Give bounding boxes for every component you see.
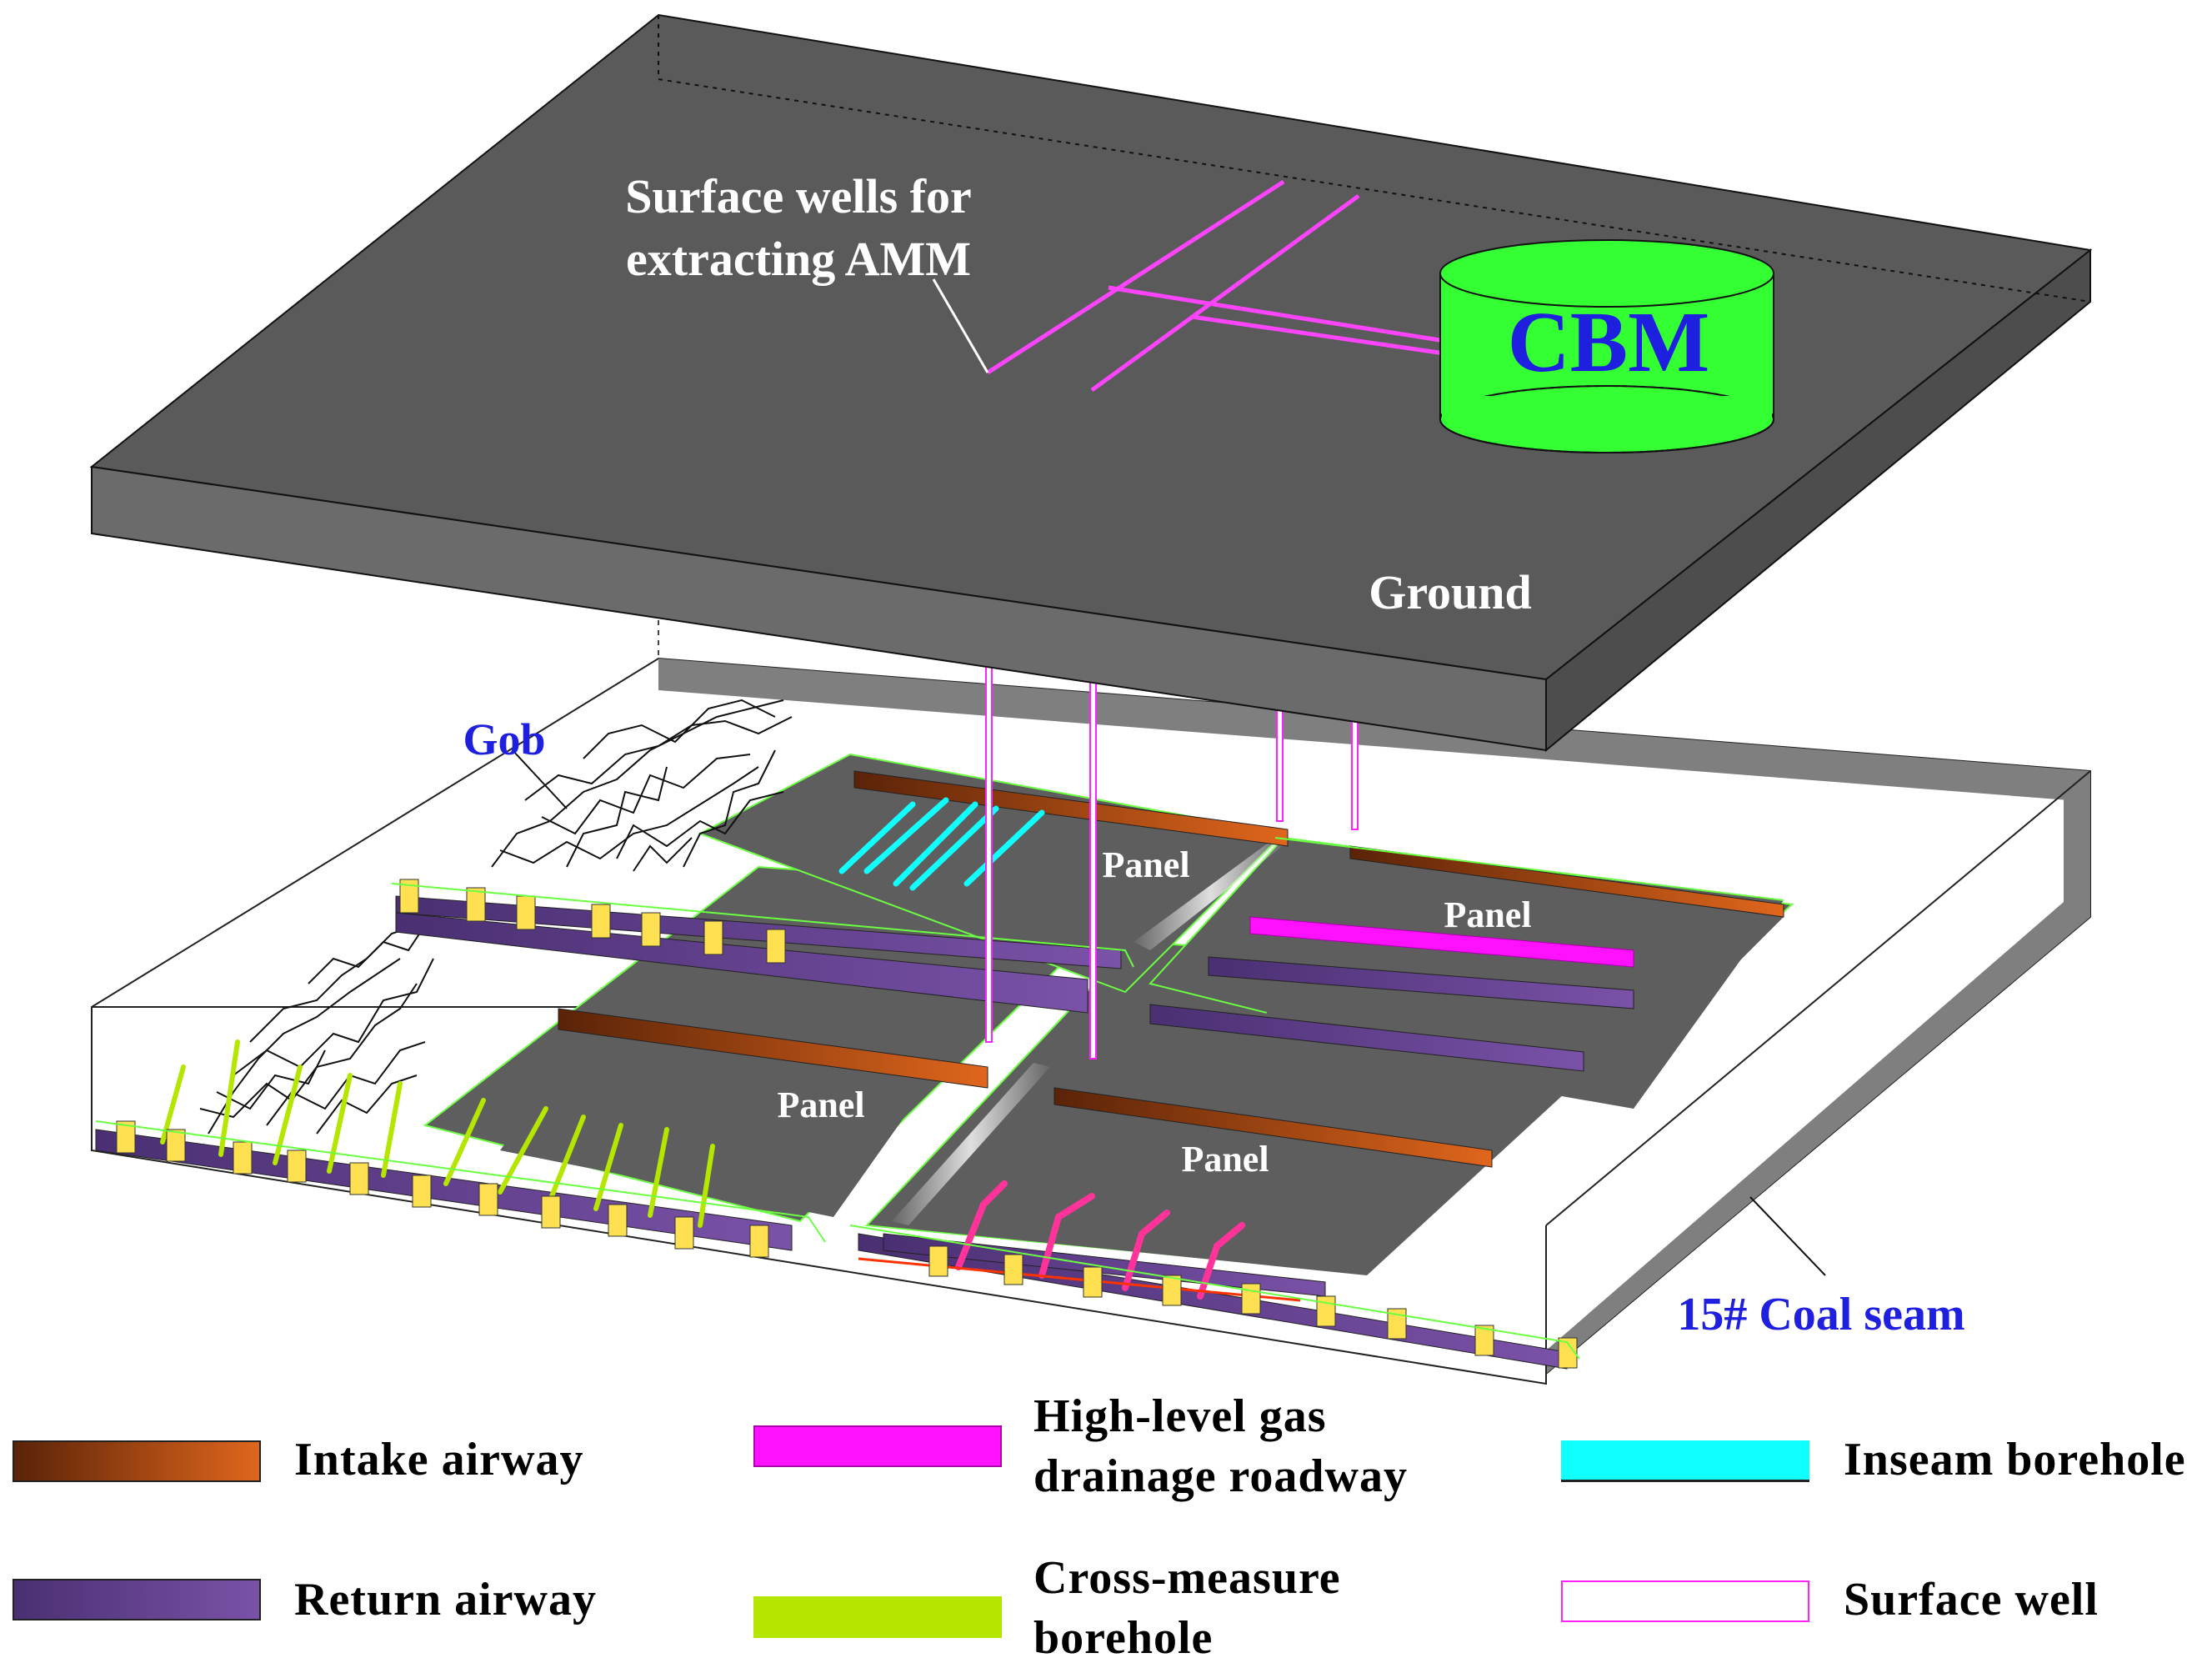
surface-wells-leader xyxy=(932,278,989,373)
light-strip-2 xyxy=(892,1063,1050,1225)
surface-wells-label-1: Surface wells for xyxy=(625,169,972,223)
bent-boreholes xyxy=(955,1180,1245,1300)
inseam-boreholes xyxy=(838,797,1045,891)
cbm-cylinder xyxy=(1439,239,1774,453)
gob-leader xyxy=(512,749,568,809)
green-outlines xyxy=(95,837,1784,1360)
panel-label-1: Panel xyxy=(1102,844,1189,885)
stopping-blocks xyxy=(116,879,1578,1369)
panel-floor-6 xyxy=(875,1025,1575,1275)
gob-label: Gob xyxy=(463,714,545,764)
ground-label: Ground xyxy=(1369,565,1532,619)
high-level-roadway xyxy=(1249,916,1634,968)
intake-airways xyxy=(558,770,1784,1168)
seam-right-wall xyxy=(1546,792,2090,1374)
seam-back-wall xyxy=(658,659,2090,802)
coal-seam-label: 15# Coal seam xyxy=(1677,1289,1964,1340)
coal-seam-layer xyxy=(91,657,2091,1385)
cbm-label: CBM xyxy=(1508,294,1710,390)
panel-label-4: Panel xyxy=(1181,1139,1269,1180)
light-strip-1 xyxy=(1134,838,1288,950)
panel-floor-8 xyxy=(1275,850,1784,1084)
panel-label-3: Panel xyxy=(777,1084,864,1125)
ground-slab xyxy=(89,13,2093,753)
coal-seam-leader xyxy=(1749,1196,1826,1276)
surface-well-lines xyxy=(986,179,1451,393)
surface-wells-label-2: extracting AMM xyxy=(626,232,971,286)
ground-top-face xyxy=(89,13,2093,681)
gob-rubble-upper xyxy=(491,699,793,872)
panel-label-2: Panel xyxy=(1444,894,1531,935)
